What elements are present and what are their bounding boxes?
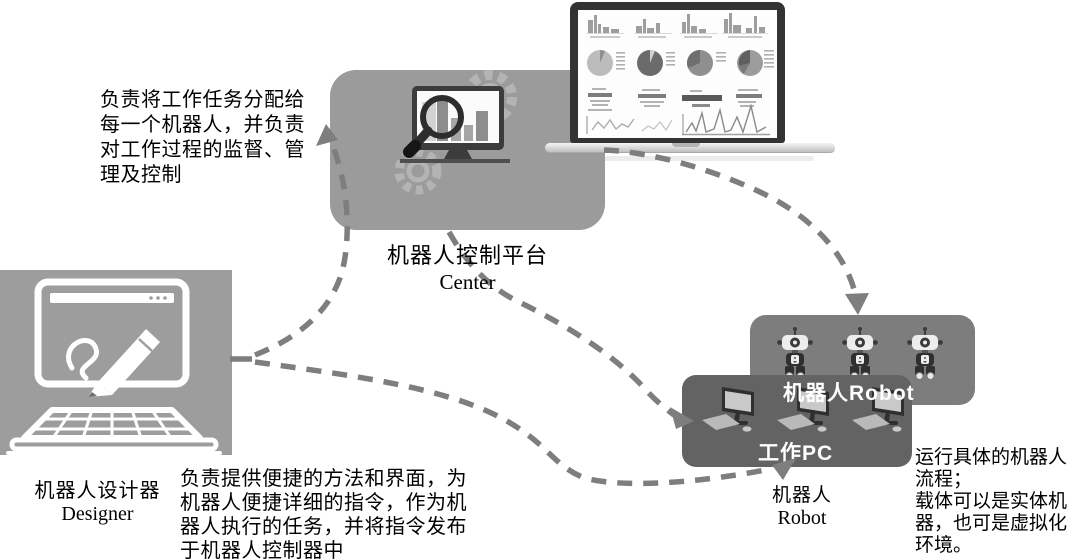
magnifier-icon [403, 95, 464, 158]
pc-group-label: 工作PC [758, 442, 834, 465]
laptop-pencil-icon [6, 278, 222, 455]
center-label-zh: 机器人控制平台 [386, 243, 548, 268]
note-center-role: 负责将工作任务分配给 每一个机器人，并负责 对工作过程的监督、管 理及控制 [100, 89, 305, 186]
gear-icon [394, 147, 442, 195]
arrowhead-into-robots [845, 293, 869, 315]
node-center-label: 机器人控制平台 Center [330, 238, 605, 295]
robot-icon [907, 327, 943, 380]
dashboard-line-charts [586, 103, 770, 136]
desktop-pc-icon [702, 387, 754, 432]
note-robot-role: 运行具体的机器人 流程； 载体可以是实体机 器，也可是虚拟化 环境。 [915, 447, 1068, 556]
robot-icon [777, 327, 813, 380]
laptop-dashboard-icon [570, 2, 785, 143]
dashboard-screen [578, 10, 777, 138]
analytics-monitor-gears-icon [394, 70, 517, 195]
dashboard-stats [588, 88, 762, 111]
note-designer-role: 负责提供便捷的方法和界面，为 机器人便捷详细的指令，作为机 器人执行的任务，并将… [180, 468, 467, 560]
node-robot-label: 机器人 Robot [758, 480, 846, 530]
robot-group-label: 机器人Robot [783, 382, 915, 405]
dashboard-legends [616, 50, 774, 70]
scribble-line [66, 338, 99, 381]
laptop-base-notch [672, 143, 700, 147]
desktop-pc-icon [777, 387, 829, 432]
robot-label-zh: 机器人 [771, 485, 832, 506]
robot-label-en: Robot [777, 507, 827, 529]
dashboard-bar-charts [588, 13, 765, 33]
edge-center-to-robots [603, 147, 858, 294]
keyboard [21, 407, 203, 441]
robot-icon [842, 327, 878, 380]
pencil-icon [88, 329, 160, 397]
dashboard-pie-charts [587, 49, 763, 76]
node-designer-box [0, 270, 232, 455]
node-designer-label: 机器人设计器 Designer [5, 474, 190, 526]
dashboard-captions [590, 36, 762, 38]
designer-label-en: Designer [61, 503, 134, 525]
dashboard-charts [586, 13, 774, 136]
center-label-en: Center [439, 270, 496, 294]
designer-label-zh: 机器人设计器 [34, 480, 161, 502]
desktop-pc-icon [852, 387, 904, 432]
desk-line [400, 159, 510, 163]
